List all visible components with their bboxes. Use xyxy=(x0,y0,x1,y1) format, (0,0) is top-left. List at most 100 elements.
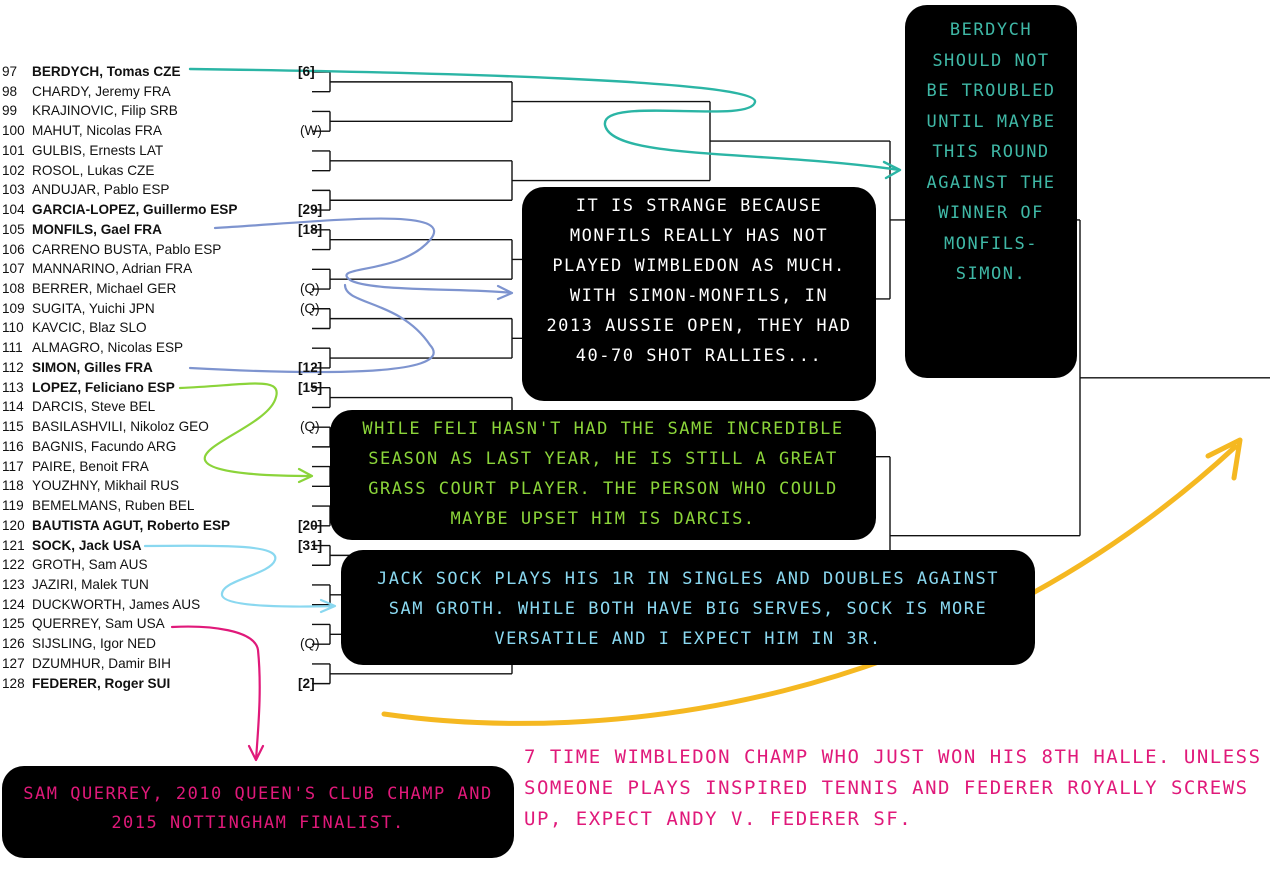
player-number: 97 xyxy=(2,64,18,79)
player-row: 106 CARRENO BUSTA, Pablo ESP xyxy=(2,240,332,259)
player-name: MAHUT, Nicolas FRA xyxy=(32,123,162,139)
player-name: CARRENO BUSTA, Pablo ESP xyxy=(32,241,222,257)
player-row: 125 QUERREY, Sam USA xyxy=(2,614,332,633)
player-seed: (Q) xyxy=(300,636,320,652)
player-number: 105 xyxy=(2,221,25,237)
player-row: 117 PAIRE, Benoit FRA xyxy=(2,457,332,476)
player-row: 110 KAVCIC, Blaz SLO xyxy=(2,318,332,337)
federer-note: 7 time Wimbledon champ who just won his … xyxy=(524,742,1264,835)
player-row: 103 ANDUJAR, Pablo ESP xyxy=(2,180,332,199)
player-name: ROSOL, Lukas CZE xyxy=(32,162,155,178)
annotation-arrows xyxy=(143,67,1243,762)
player-row: 101 GULBIS, Ernests LAT xyxy=(2,141,332,160)
player-row: 111 ALMAGRO, Nicolas ESP xyxy=(2,338,332,357)
player-name: ANDUJAR, Pablo ESP xyxy=(32,182,170,198)
player-number: 103 xyxy=(2,182,25,198)
player-number: 114 xyxy=(2,399,24,415)
berdych-arrow xyxy=(188,67,902,180)
player-number: 104 xyxy=(2,202,25,218)
player-name: FEDERER, Roger SUI xyxy=(32,675,171,691)
player-number: 122 xyxy=(2,557,25,573)
player-number: 120 xyxy=(2,517,25,533)
player-name: DARCIS, Steve BEL xyxy=(32,399,156,415)
player-name: BAUTISTA AGUT, Roberto ESP xyxy=(32,517,231,533)
player-number: 99 xyxy=(2,103,18,119)
player-number: 125 xyxy=(2,616,25,632)
player-name: KAVCIC, Blaz SLO xyxy=(32,320,147,336)
player-name: DUCKWORTH, James AUS xyxy=(32,596,201,612)
player-number: 116 xyxy=(2,438,24,454)
player-name: MONFILS, Gael FRA xyxy=(32,221,162,237)
player-seed: [2] xyxy=(298,675,315,691)
player-seed: (Q) xyxy=(300,419,320,435)
player-row: 99 KRAJINOVIC, Filip SRB xyxy=(2,101,332,120)
player-number: 124 xyxy=(2,596,25,612)
player-seed: [29] xyxy=(298,202,323,218)
player-number: 109 xyxy=(2,300,25,316)
player-name: BEMELMANS, Ruben BEL xyxy=(32,498,195,514)
player-name: PAIRE, Benoit FRA xyxy=(32,458,149,474)
player-row: 100 MAHUT, Nicolas FRA (W) xyxy=(2,121,332,140)
player-seed: [12] xyxy=(298,359,323,375)
player-name: SUGITA, Yuichi JPN xyxy=(32,300,155,316)
player-name: SIMON, Gilles FRA xyxy=(32,359,153,375)
querrey-note-text: Sam Querrey, 2010 Queen's Club champ and… xyxy=(23,784,493,833)
player-row: 124 DUCKWORTH, James AUS xyxy=(2,595,332,614)
player-name: QUERREY, Sam USA xyxy=(32,616,165,632)
player-number: 106 xyxy=(2,241,25,257)
player-number: 98 xyxy=(2,83,18,99)
player-seed: [15] xyxy=(298,379,323,395)
player-row: 102 ROSOL, Lukas CZE xyxy=(2,161,332,180)
player-number: 128 xyxy=(2,675,25,691)
querrey-arrow xyxy=(170,625,265,762)
player-row: 115 BASILASHVILI, Nikoloz GEO (Q) xyxy=(2,417,332,436)
player-row: 116 BAGNIS, Facundo ARG xyxy=(2,437,332,456)
player-name: BERDYCH, Tomas CZE xyxy=(32,64,181,79)
player-name: BASILASHVILI, Nikoloz GEO xyxy=(32,419,209,435)
player-name: JAZIRI, Malek TUN xyxy=(32,576,149,592)
player-seed: (W) xyxy=(300,123,322,139)
player-number: 110 xyxy=(2,320,24,336)
player-seed: (Q) xyxy=(300,300,320,316)
player-name: KRAJINOVIC, Filip SRB xyxy=(32,103,178,119)
player-number: 127 xyxy=(2,655,25,671)
player-number: 126 xyxy=(2,636,25,652)
player-name: MANNARINO, Adrian FRA xyxy=(32,261,193,277)
player-number: 117 xyxy=(2,458,24,474)
player-name: ALMAGRO, Nicolas ESP xyxy=(32,340,184,356)
player-number: 113 xyxy=(2,379,24,395)
player-row: 128 FEDERER, Roger SUI [2] xyxy=(2,674,332,693)
player-name: SOCK, Jack USA xyxy=(32,537,142,553)
player-name: BAGNIS, Facundo ARG xyxy=(32,438,177,454)
player-number: 101 xyxy=(2,142,25,158)
player-row: 113 LOPEZ, Feliciano ESP [15] xyxy=(2,378,332,397)
player-number: 118 xyxy=(2,478,24,494)
player-seed: [31] xyxy=(298,537,323,553)
player-name: LOPEZ, Feliciano ESP xyxy=(32,379,175,395)
feli-note-text: While Feli hasn't had the same incredibl… xyxy=(362,419,844,529)
player-seed: [20] xyxy=(298,517,323,533)
player-number: 102 xyxy=(2,162,25,178)
berdych-note-text: Berdych should not be troubled until may… xyxy=(926,20,1056,284)
player-name: GULBIS, Ernests LAT xyxy=(32,142,164,158)
sock-arrow xyxy=(143,544,337,614)
player-number: 100 xyxy=(2,123,25,139)
feli-note: While Feli hasn't had the same incredibl… xyxy=(330,410,876,540)
player-name: DZUMHUR, Damir BIH xyxy=(32,655,171,671)
player-number: 115 xyxy=(2,419,24,435)
monfils-note: It is strange because Monfils really has… xyxy=(522,187,876,401)
player-row: 127 DZUMHUR, Damir BIH xyxy=(2,654,332,673)
feli-arrow xyxy=(178,382,314,484)
player-number: 111 xyxy=(2,340,23,356)
player-number: 121 xyxy=(2,537,25,553)
